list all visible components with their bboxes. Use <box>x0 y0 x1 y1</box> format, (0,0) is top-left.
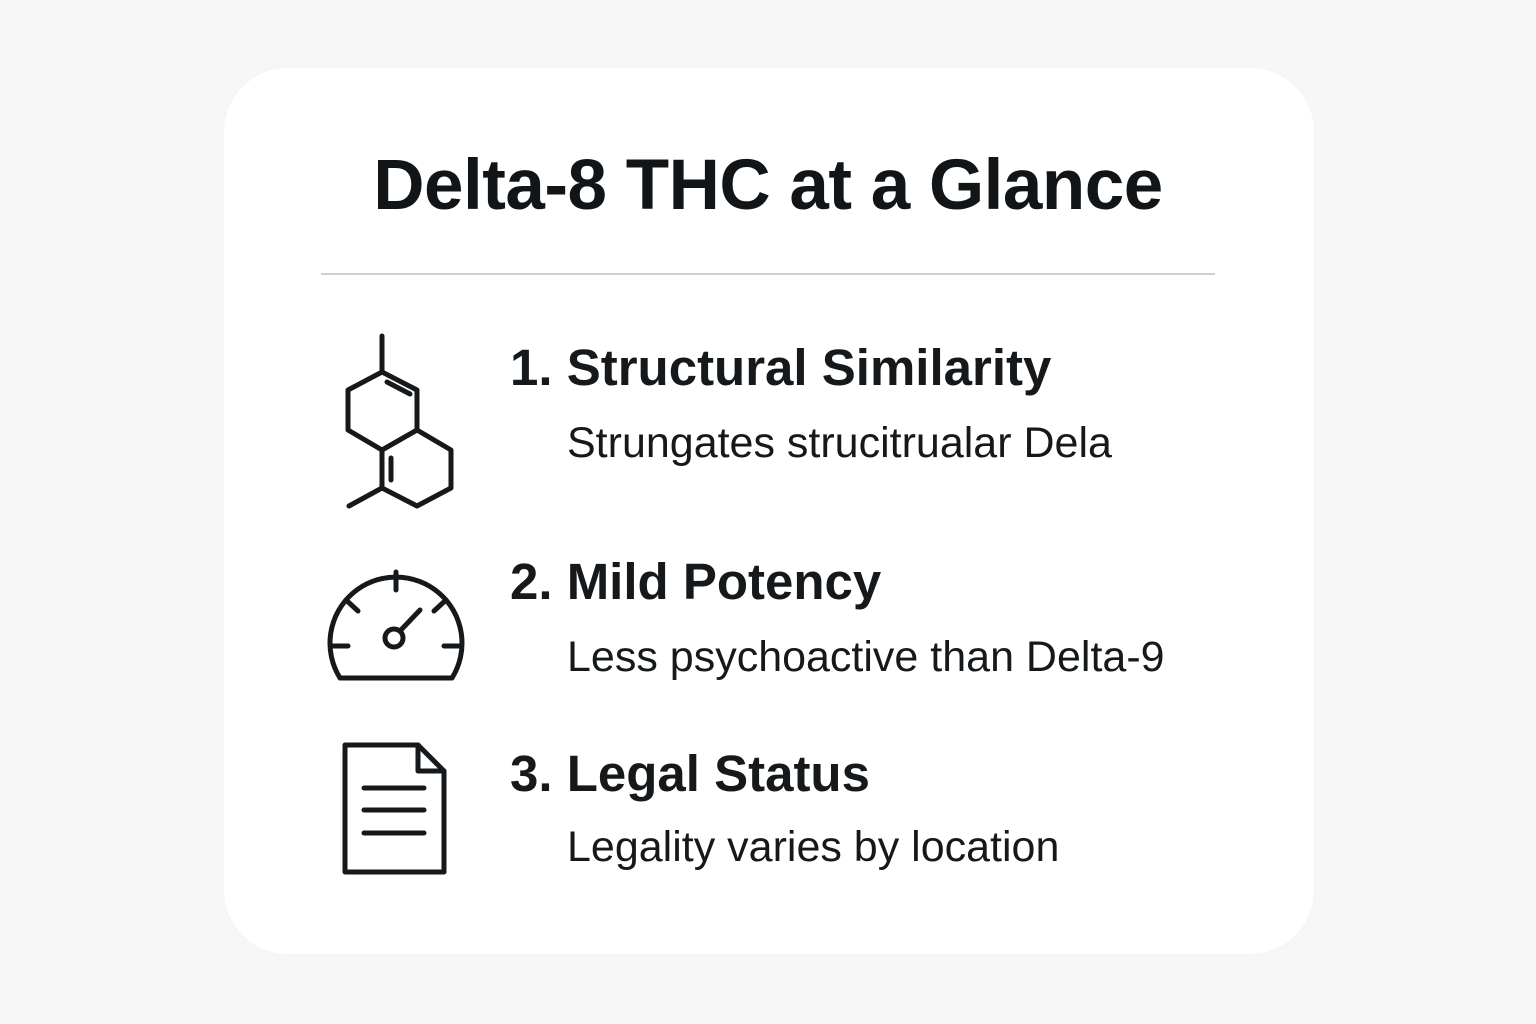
item-desc-legal-status: Legality varies by location <box>567 823 1060 871</box>
document-icon <box>340 740 452 878</box>
molecule-icon <box>330 328 470 518</box>
item-title-structural-similarity: 1. Structural Similarity <box>510 339 1052 396</box>
item-title-mild-potency: 2. Mild Potency <box>510 553 882 610</box>
card-title: Delta-8 THC at a Glance <box>373 146 1163 225</box>
info-card <box>224 68 1314 954</box>
item-title-legal-status: 3. Legal Status <box>510 745 870 802</box>
gauge-icon <box>324 566 468 684</box>
item-desc-mild-potency: Less psychoactive than Delta-9 <box>567 633 1165 681</box>
item-desc-structural-similarity: Strungates strucitrualar Dela <box>567 419 1112 467</box>
title-divider <box>321 273 1215 275</box>
